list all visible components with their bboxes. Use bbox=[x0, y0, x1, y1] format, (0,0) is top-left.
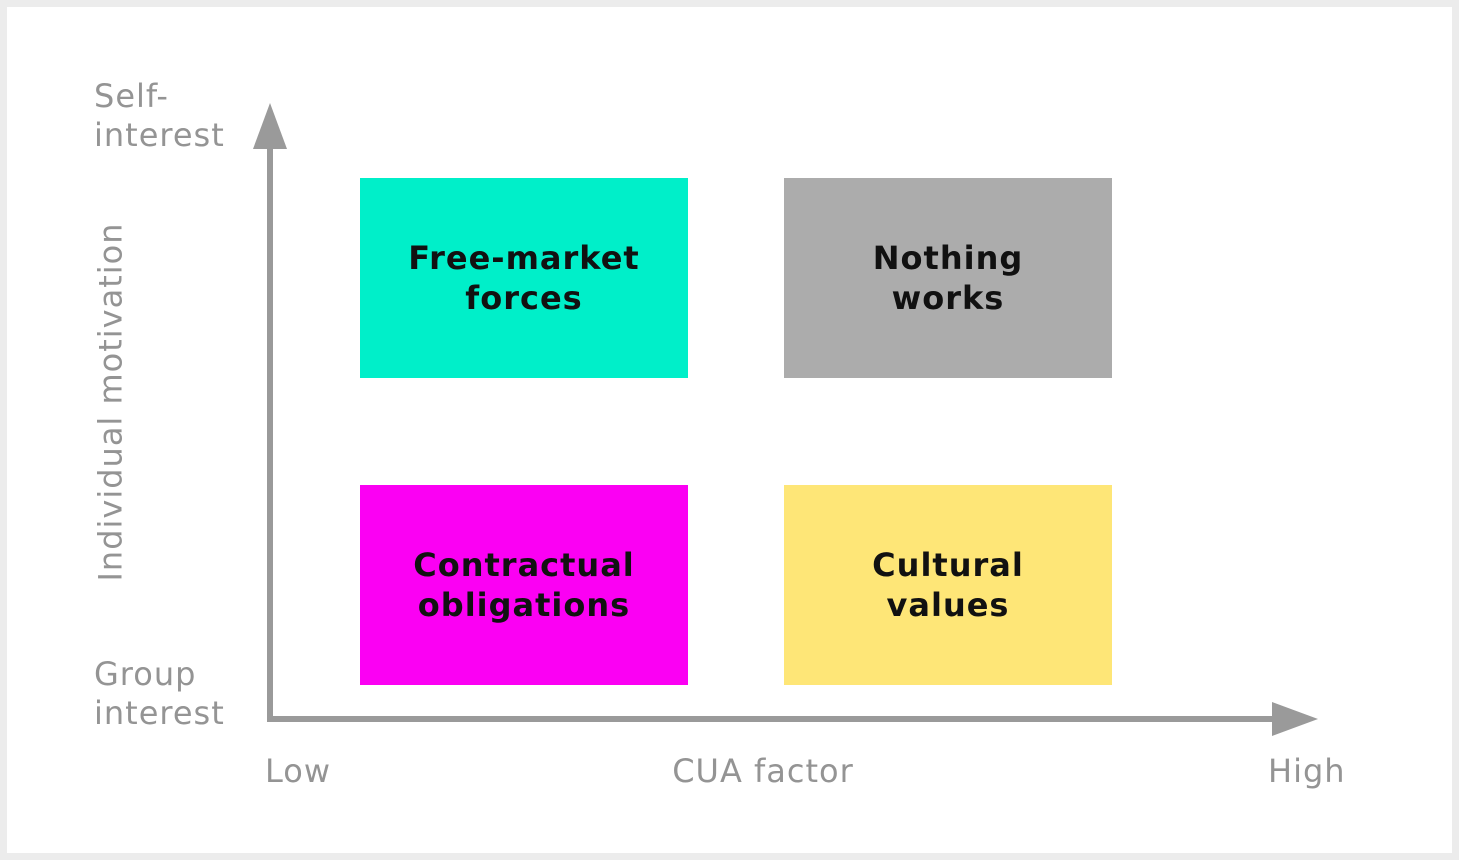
quadrant-contractual-obligations: Contractual obligations bbox=[360, 485, 688, 685]
diagram-panel bbox=[7, 7, 1452, 853]
x-axis-title: CUA factor bbox=[672, 752, 854, 790]
quadrant-label-line1: Cultural bbox=[872, 546, 1024, 584]
quadrant-label: Nothing works bbox=[798, 238, 1098, 318]
quadrant-label-line1: Free-market bbox=[408, 239, 640, 277]
quadrant-cultural-values: Cultural values bbox=[784, 485, 1112, 685]
y-axis-bottom-label-line2: interest bbox=[94, 694, 225, 732]
x-axis-high-label: High bbox=[1268, 752, 1346, 790]
quadrant-label-line2: values bbox=[886, 586, 1010, 624]
x-axis-low-label: Low bbox=[265, 752, 332, 790]
y-axis-title: Individual motivation bbox=[91, 222, 130, 582]
quadrant-label-line2: forces bbox=[465, 279, 583, 317]
quadrant-label: Cultural values bbox=[798, 545, 1098, 625]
quadrant-nothing-works: Nothing works bbox=[784, 178, 1112, 378]
quadrant-label-line1: Contractual bbox=[413, 546, 635, 584]
quadrant-free-market-forces: Free-market forces bbox=[360, 178, 688, 378]
y-axis-top-label-line2: interest bbox=[94, 116, 225, 154]
y-axis-top-label: Self- interest bbox=[94, 77, 225, 155]
quadrant-label-line1: Nothing bbox=[872, 239, 1024, 277]
quadrant-label-line2: obligations bbox=[417, 586, 631, 624]
y-axis-top-label-line1: Self- bbox=[94, 77, 169, 115]
y-axis-bottom-label: Group interest bbox=[94, 655, 225, 733]
x-axis-arrowhead bbox=[1272, 702, 1318, 736]
quadrant-label: Contractual obligations bbox=[374, 545, 674, 625]
y-axis-arrowhead bbox=[253, 103, 287, 149]
y-axis-bottom-label-line1: Group bbox=[94, 655, 197, 693]
quadrant-label-line2: works bbox=[891, 279, 1005, 317]
quadrant-label: Free-market forces bbox=[374, 238, 674, 318]
